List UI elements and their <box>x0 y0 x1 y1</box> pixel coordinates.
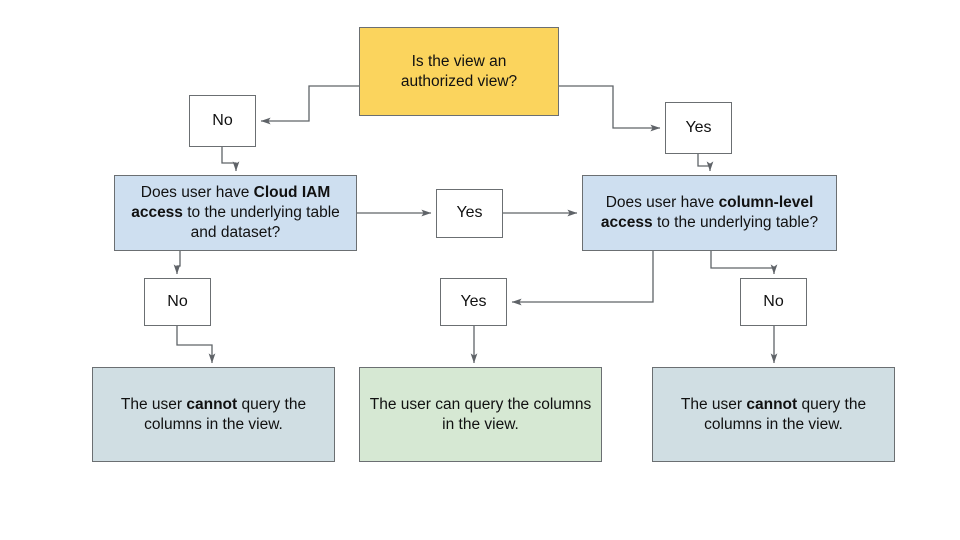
label-no-right-text: No <box>763 292 784 310</box>
label-no-left[interactable]: No <box>144 278 211 326</box>
result-can-query-label: The user can query the columns in the vi… <box>369 395 592 433</box>
edge-no-left-deny <box>176 326 216 364</box>
node-is-authorized-view[interactable]: Is the view an authorized view? <box>359 27 559 116</box>
label-no-top-text: No <box>212 111 233 129</box>
label-yes-bottom-text: Yes <box>460 292 487 310</box>
label-no-top[interactable]: No <box>189 95 256 147</box>
label-yes-middle-text: Yes <box>456 204 483 222</box>
label-no-right[interactable]: No <box>740 278 807 326</box>
edge-yes-to-column <box>697 154 714 172</box>
label-yes-top-text: Yes <box>685 118 712 136</box>
node-column-level-access[interactable]: Does user have column-level access to th… <box>582 175 837 251</box>
result-cannot-query-right[interactable]: The user cannot query the columns in the… <box>652 367 895 462</box>
label-no-left-text: No <box>167 292 188 310</box>
result-cannot-query-right-label: The user cannot query the columns in the… <box>680 395 867 433</box>
label-yes-bottom[interactable]: Yes <box>440 278 507 326</box>
label-yes-top[interactable]: Yes <box>665 102 732 154</box>
result-cannot-query-left-label: The user cannot query the columns in the… <box>120 395 307 433</box>
edge-column-no <box>710 251 778 275</box>
edge-no-to-iam <box>221 147 240 172</box>
edge-root-yes <box>559 85 661 132</box>
node-column-level-access-label: Does user have column-level access to th… <box>600 194 819 231</box>
label-yes-middle[interactable]: Yes <box>436 189 503 238</box>
node-cloud-iam-access[interactable]: Does user have Cloud IAM access to the u… <box>114 175 357 251</box>
result-cannot-query-left[interactable]: The user cannot query the columns in the… <box>92 367 335 462</box>
result-can-query[interactable]: The user can query the columns in the vi… <box>359 367 602 462</box>
node-is-authorized-view-label: Is the view an authorized view? <box>400 52 518 90</box>
node-cloud-iam-access-label: Does user have Cloud IAM access to the u… <box>131 184 340 241</box>
edge-column-yes <box>511 251 654 306</box>
edge-root-no <box>260 85 359 125</box>
edge-iam-no <box>173 251 181 275</box>
